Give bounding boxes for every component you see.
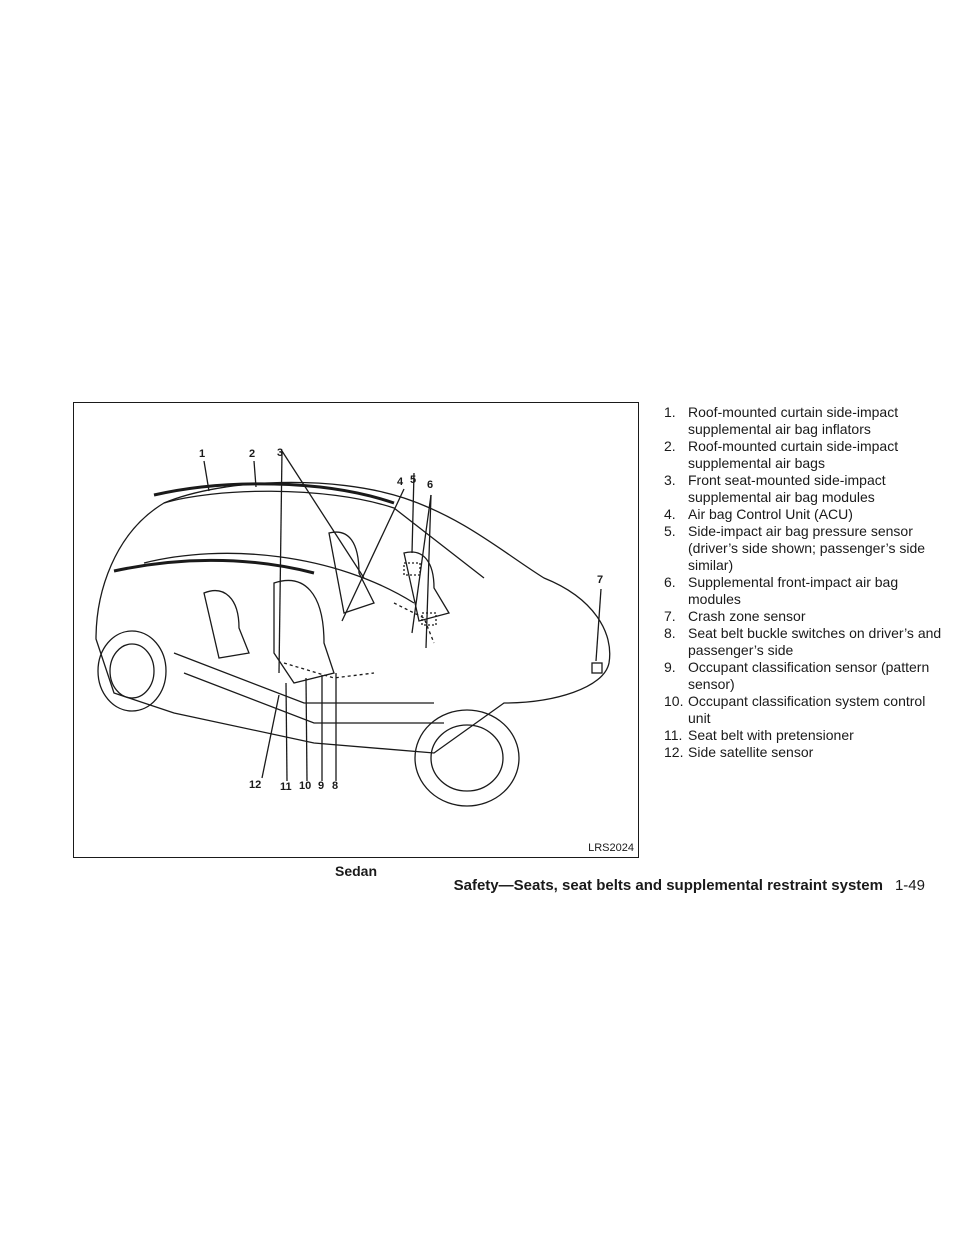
callout-7: 7 bbox=[597, 574, 604, 586]
car-diagram-figure: 1 2 3 4 5 6 7 8 9 10 11 12 LRS2024 bbox=[73, 402, 639, 858]
legend-item: 6.Supplemental front-impact air bag modu… bbox=[664, 574, 899, 607]
callout-3: 3 bbox=[277, 447, 284, 459]
legend-item: 1.Roof-mounted curtain side-impact suppl… bbox=[664, 404, 899, 437]
figure-code: LRS2024 bbox=[588, 842, 634, 854]
callout-9: 9 bbox=[318, 780, 325, 792]
legend-item: 4.Air bag Control Unit (ACU) bbox=[664, 506, 853, 522]
page-number: 1-49 bbox=[894, 877, 925, 894]
legend-item: 8.Seat belt buckle switches on driver’s … bbox=[664, 625, 942, 658]
callout-8: 8 bbox=[332, 780, 339, 792]
legend-item: 11.Seat belt with pretensioner bbox=[664, 727, 854, 743]
legend-item: 3.Front seat-mounted side-impact supplem… bbox=[664, 472, 886, 505]
callout-12: 12 bbox=[249, 779, 262, 791]
callout-1: 1 bbox=[199, 448, 206, 460]
legend-item: 5.Side-impact air bag pressure sensor (d… bbox=[664, 523, 926, 573]
callout-2: 2 bbox=[249, 448, 256, 460]
callout-11: 11 bbox=[280, 781, 292, 793]
callout-10: 10 bbox=[299, 780, 312, 792]
legend-item: 9.Occupant classification sensor (patter… bbox=[664, 659, 930, 692]
legend-item: 12.Side satellite sensor bbox=[664, 744, 814, 760]
legend-item: 2.Roof-mounted curtain side-impact suppl… bbox=[664, 438, 899, 471]
sedan-cutaway-illustration bbox=[95, 450, 611, 807]
callout-6: 6 bbox=[427, 479, 434, 491]
section-title: Safety—Seats, seat belts and supplementa… bbox=[453, 877, 883, 894]
callout-4: 4 bbox=[397, 476, 404, 488]
figure-caption: Sedan bbox=[334, 863, 377, 879]
component-legend: 1.Roof-mounted curtain side-impact suppl… bbox=[664, 404, 944, 761]
legend-item: 10.Occupant classification system contro… bbox=[664, 693, 926, 726]
page-footer: Safety—Seats, seat belts and supplementa… bbox=[454, 877, 925, 894]
callout-5: 5 bbox=[410, 474, 417, 486]
legend-item: 7.Crash zone sensor bbox=[664, 608, 806, 624]
